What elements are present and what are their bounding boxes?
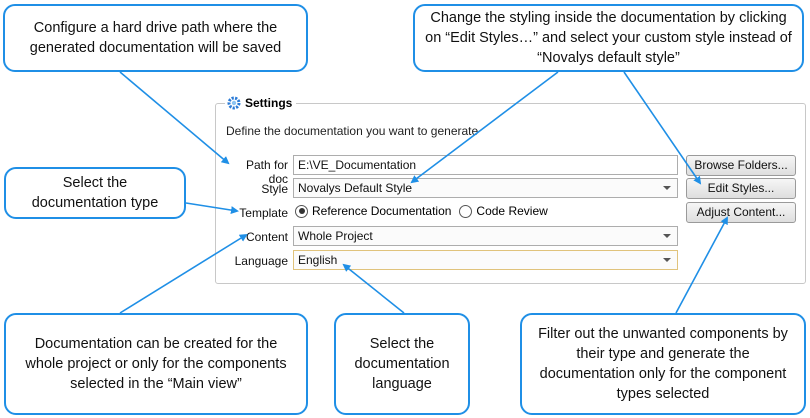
language-label: Language: [234, 254, 288, 268]
callout-type-text: Select the documentation type: [31, 175, 159, 211]
chevron-down-icon: [663, 234, 671, 238]
style-select[interactable]: Novalys Default Style: [293, 178, 678, 198]
style-select-value: Novalys Default Style: [298, 181, 413, 195]
settings-description: Define the documentation you want to gen…: [226, 124, 479, 138]
chevron-down-icon: [663, 186, 671, 190]
template-radio-group: Reference Documentation Code Review: [295, 204, 548, 218]
callout-style-text: Change the styling inside the documentat…: [425, 10, 792, 66]
settings-title: Settings: [245, 96, 293, 110]
settings-header: Settings: [225, 94, 297, 112]
radio-reference-documentation[interactable]: [295, 204, 308, 218]
language-select-value: English: [298, 253, 338, 267]
callout-path: Configure a hard drive path where the ge…: [3, 4, 308, 72]
radio-code-review-label[interactable]: Code Review: [476, 204, 548, 218]
callout-path-text: Configure a hard drive path where the ge…: [29, 20, 282, 56]
edit-styles-button[interactable]: Edit Styles...: [686, 178, 796, 199]
arrow-to-path: [119, 71, 230, 165]
callout-content-text: Documentation can be created for the who…: [25, 336, 287, 392]
path-label: Path for doc: [245, 158, 288, 186]
content-label: Content: [245, 230, 288, 244]
callout-style: Change the styling inside the documentat…: [413, 4, 804, 72]
style-label: Style: [261, 182, 288, 196]
adjust-content-button[interactable]: Adjust Content...: [686, 202, 796, 223]
browse-folders-button[interactable]: Browse Folders...: [686, 155, 796, 176]
template-label: Template: [239, 206, 288, 220]
content-select[interactable]: Whole Project: [293, 226, 678, 246]
chevron-down-icon: [663, 258, 671, 262]
path-input[interactable]: E:\VE_Documentation: [293, 155, 678, 175]
callout-filter: Filter out the unwanted components by th…: [520, 313, 806, 415]
radio-code-review[interactable]: [459, 204, 473, 218]
callout-language-text: Select the documentation language: [354, 336, 450, 392]
gear-icon: [227, 96, 241, 110]
radio-reference-documentation-label[interactable]: Reference Documentation: [312, 204, 452, 218]
callout-language: Select the documentation language: [334, 313, 470, 415]
content-select-value: Whole Project: [298, 229, 373, 243]
callout-content: Documentation can be created for the who…: [4, 313, 308, 415]
language-select[interactable]: English: [293, 250, 678, 270]
callout-type: Select the documentation type: [4, 167, 186, 219]
callout-filter-text: Filter out the unwanted components by th…: [538, 326, 788, 402]
